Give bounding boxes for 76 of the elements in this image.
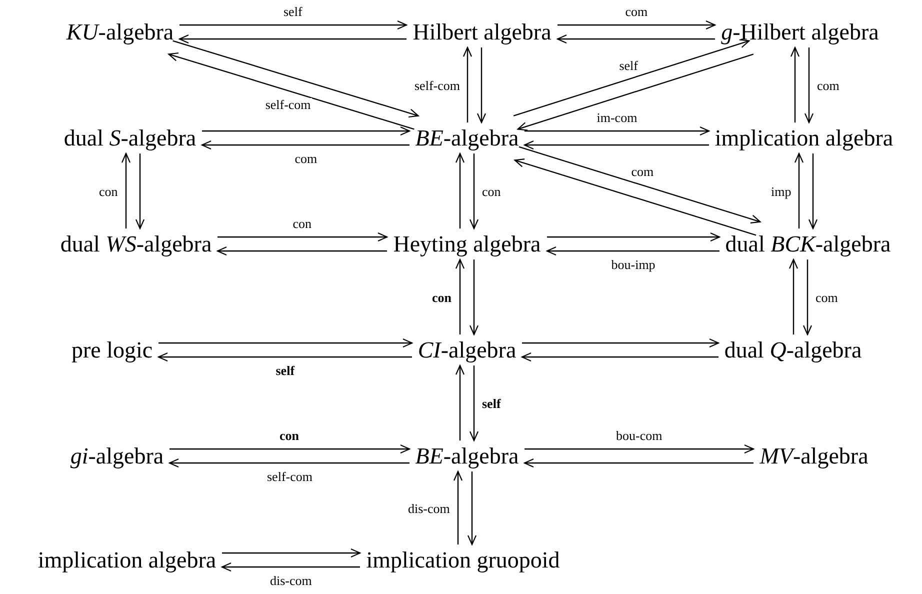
arrow (514, 158, 756, 236)
arrow (808, 154, 818, 230)
algebra-name: dual BCK-algebra (723, 231, 893, 257)
edge-label: self (481, 396, 502, 410)
algebra-name: implication algebra (712, 125, 896, 151)
edge-label: self-com (264, 98, 312, 112)
arrow (476, 48, 486, 124)
arrow (524, 140, 709, 150)
algebra-name: Hilbert algebra (410, 19, 554, 45)
arrow (462, 46, 472, 122)
arrow (178, 34, 406, 44)
edge-label: im-com (596, 111, 638, 124)
arrow (455, 364, 465, 440)
arrow (794, 152, 804, 228)
arrow (216, 246, 387, 256)
arrow (168, 52, 414, 130)
algebra-name: CI-algebra (416, 337, 518, 363)
arrow (222, 548, 361, 558)
edge-label: self (274, 364, 296, 377)
arrow (467, 472, 477, 546)
edge-label: bou-com (615, 429, 664, 442)
arrow (121, 152, 131, 228)
algebra-name: pre logic (69, 337, 155, 363)
arrow (558, 20, 716, 30)
algebra-name: MV-algebra (758, 443, 870, 469)
arrow (546, 246, 720, 256)
arrow (804, 48, 814, 124)
arrow (218, 232, 388, 242)
arrow (469, 366, 479, 442)
algebra-name: g-Hilbert algebra (719, 19, 881, 45)
arrow (522, 338, 720, 348)
arrow (518, 146, 761, 224)
algebra-name: Heyting algebra (391, 231, 543, 257)
arrow (453, 470, 463, 544)
arrow (172, 40, 419, 118)
arrow (521, 352, 718, 362)
algebra-name: KU-algebra (64, 19, 176, 45)
arrow (547, 232, 720, 242)
arrow (556, 34, 715, 44)
edge-label: dis-com (407, 502, 451, 514)
arrow (790, 46, 800, 122)
edge-label: imp (770, 184, 792, 198)
arrow (221, 562, 360, 572)
algebra-name: dual WS-algebra (58, 231, 214, 257)
arrow (469, 260, 479, 336)
algebra-name: implication algebra (36, 547, 218, 573)
arrow (168, 458, 410, 468)
arrow (158, 338, 413, 348)
algebra-name: dual Q-algebra (722, 337, 864, 363)
algebra-name: dual S-algebra (62, 125, 198, 151)
arrow (524, 458, 754, 468)
edge-label: self-com (414, 78, 461, 92)
arrow (455, 152, 465, 228)
arrow (202, 126, 410, 136)
algebra-name: BE-algebra (413, 125, 521, 151)
arrow (455, 258, 465, 334)
algebra-name: gi-algebra (68, 443, 166, 469)
algebra-name: implication gruopoid (364, 547, 562, 573)
arrow (201, 140, 410, 150)
edge-label: self (618, 58, 639, 72)
arrow (158, 352, 412, 362)
arrow (524, 126, 710, 136)
algebra-name: BE-algebra (413, 443, 521, 469)
edge-label: dis-com (269, 574, 313, 587)
edge-label: self (282, 5, 304, 18)
arrow (802, 260, 812, 336)
edge-label: bou-imp (610, 258, 656, 271)
arrow (517, 54, 754, 131)
arrow (180, 20, 408, 30)
arrow (524, 444, 754, 454)
arrow (788, 258, 798, 334)
arrow (513, 39, 750, 116)
arrow (170, 444, 410, 454)
arrow (135, 154, 145, 230)
arrow (469, 154, 479, 230)
edge-label: self-com (266, 470, 314, 483)
